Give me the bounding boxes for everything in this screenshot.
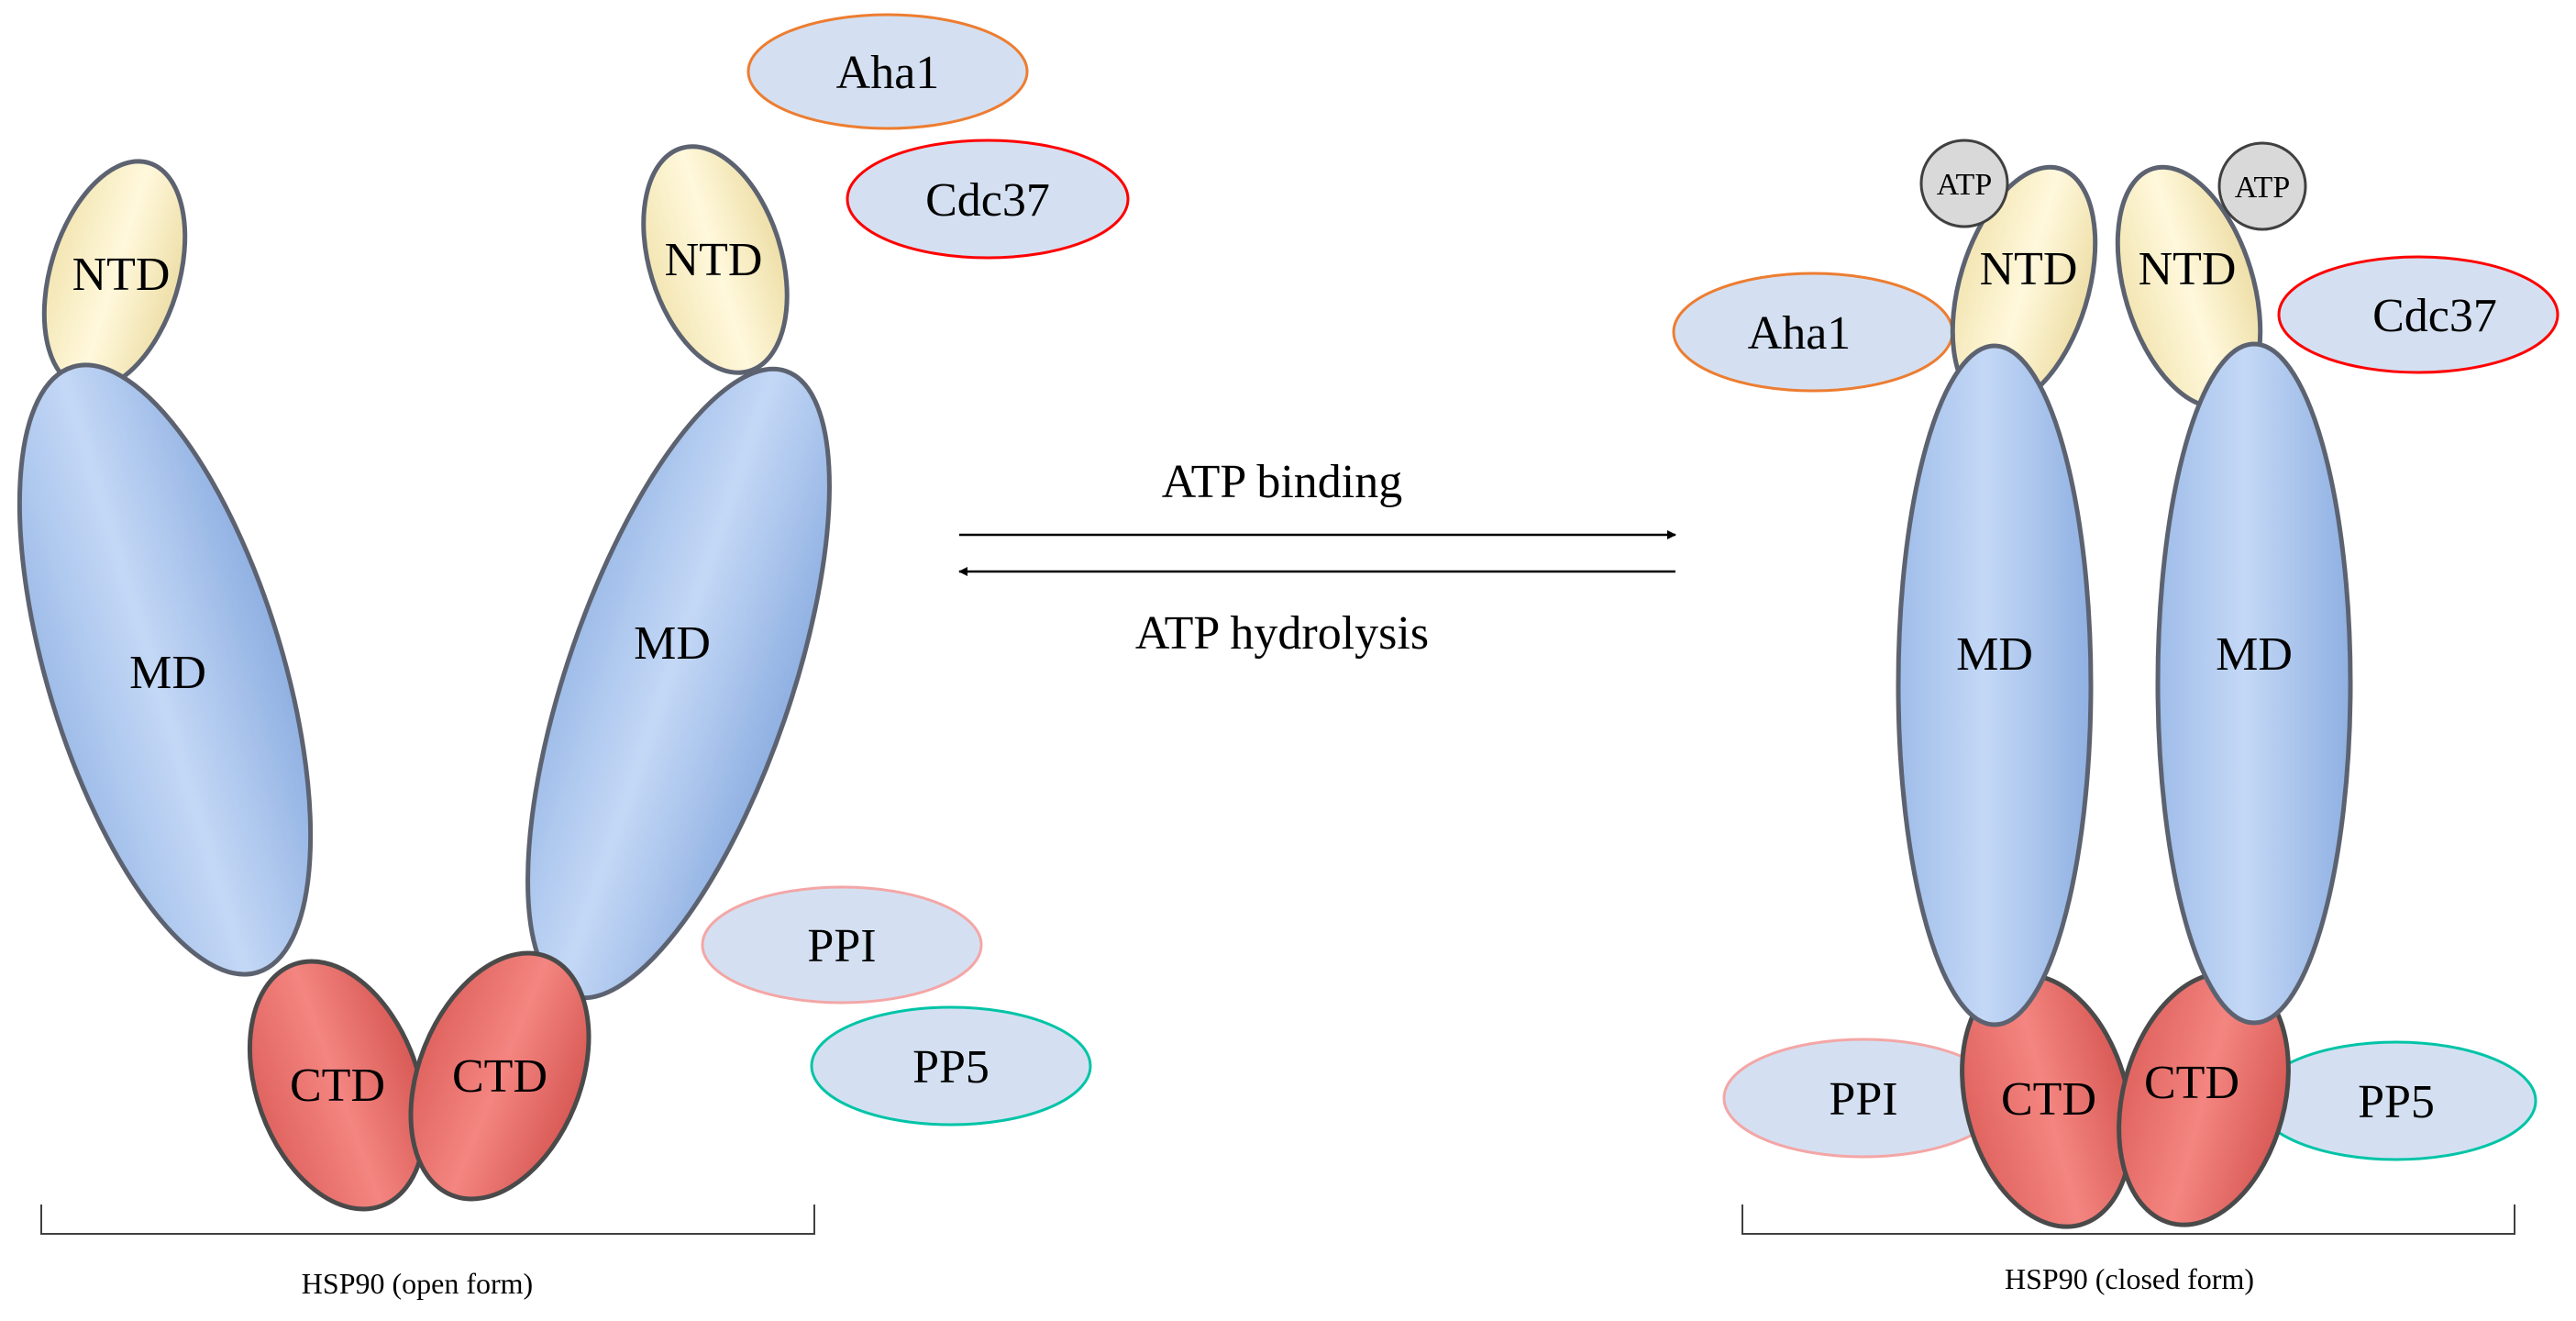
open-ctd-left: [247, 959, 428, 1212]
open-ctd-left-label: CTD: [290, 1060, 385, 1112]
closed-pp5-label: PP5: [2358, 1076, 2435, 1128]
closed-ntd-left-label: NTD: [1980, 243, 2078, 295]
closed-form-group: Aha1 Cdc37 PPI PP5 NTD NTD ATP ATP CTD C…: [1672, 139, 2559, 1295]
open-form-caption: HSP90 (open form): [302, 1267, 533, 1300]
open-ctd-right-label: CTD: [452, 1050, 547, 1103]
open-ntd-right: [641, 144, 790, 375]
closed-ppi-label: PPI: [1829, 1073, 1897, 1126]
closed-form-caption: HSP90 (closed form): [2005, 1262, 2254, 1295]
closed-atp-right-circle: [2217, 141, 2307, 231]
open-pp5-label: PP5: [912, 1041, 989, 1093]
open-md-right-label: MD: [634, 617, 711, 670]
closed-aha1-label: Aha1: [1748, 307, 1852, 360]
open-pp5-ellipse: [810, 1005, 1092, 1127]
closed-md-left-label: MD: [1956, 628, 2033, 681]
open-aha1-ellipse: [746, 13, 1029, 130]
closed-ctd-left-label: CTD: [2001, 1073, 2096, 1126]
closed-md-right-label: MD: [2216, 628, 2293, 681]
open-ctd-right: [408, 950, 591, 1202]
open-cdc37-ellipse: [846, 139, 1130, 260]
transition-arrows: ATP binding ATP hydrolysis: [958, 456, 1676, 660]
open-cdc37-label: Cdc37: [925, 174, 1050, 227]
open-md-left: [17, 362, 314, 977]
closed-atp-left-circle: [1919, 139, 2009, 228]
open-ppi-ellipse: [701, 885, 983, 1005]
closed-atp-left-label: ATP: [1937, 168, 1992, 202]
closed-form-bracket: [1741, 1204, 2515, 1235]
closed-md-left: [1896, 343, 2094, 1027]
closed-md-right: [2155, 341, 2353, 1026]
open-ntd-right-label: NTD: [665, 234, 763, 286]
open-ntd-left-label: NTD: [72, 249, 171, 301]
closed-cdc37-ellipse: [2277, 255, 2559, 374]
atp-hydrolysis-label: ATP hydrolysis: [1135, 607, 1429, 660]
closed-atp-right-label: ATP: [2235, 171, 2290, 205]
open-form-group: NTD MD NTD MD CTD CTD Aha1 Cdc37 PPI: [17, 13, 1130, 1300]
closed-cdc37-label: Cdc37: [2372, 290, 2497, 342]
open-aha1-label: Aha1: [836, 47, 940, 99]
closed-ntd-right-label: NTD: [2139, 243, 2237, 295]
closed-ctd-right-label: CTD: [2144, 1057, 2239, 1109]
open-md-left-label: MD: [129, 647, 206, 699]
open-form-bracket: [40, 1204, 815, 1235]
atp-binding-label: ATP binding: [1162, 456, 1402, 508]
open-ppi-label: PPI: [807, 920, 876, 972]
